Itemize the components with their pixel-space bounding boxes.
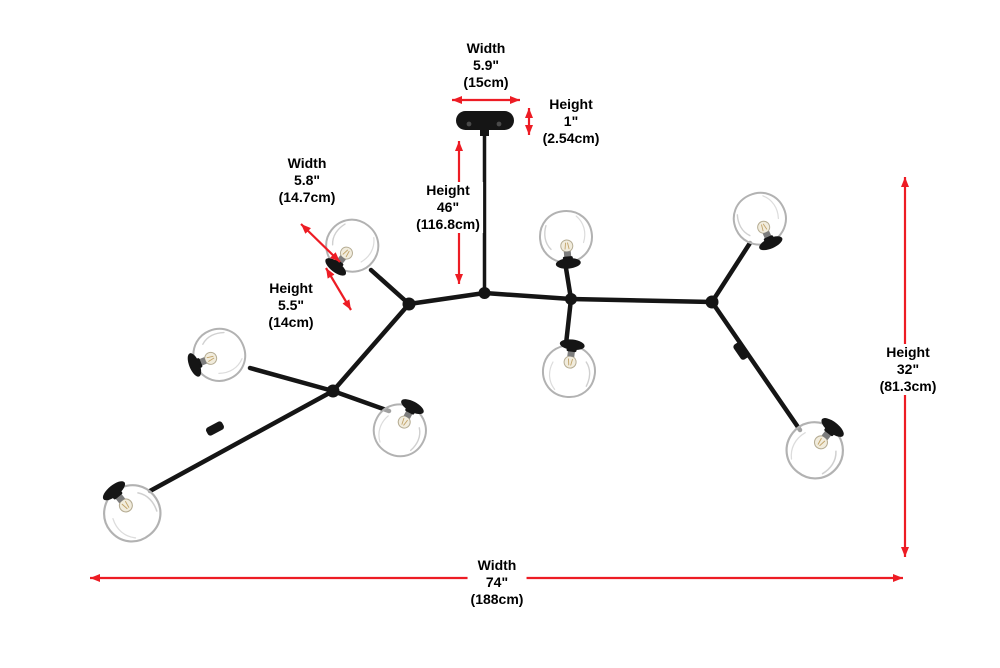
glass-globes — [87, 183, 860, 554]
branch-arms — [147, 240, 803, 494]
arrow-shade-height — [325, 267, 352, 311]
dim-metric: (14.7cm) — [278, 189, 336, 205]
globe-upper-right — [724, 183, 798, 260]
dim-stem-height: Height 46" (116.8cm) — [413, 182, 483, 233]
globe-bottom-right — [774, 404, 860, 491]
globe-mid-left — [178, 320, 254, 392]
dim-metric: (2.54cm) — [542, 130, 600, 146]
dim-value: 5.5" — [277, 297, 305, 313]
chandelier — [87, 111, 860, 554]
dim-value: 5.9" — [472, 57, 500, 73]
dim-value: 32" — [896, 361, 920, 377]
dim-metric: (188cm) — [470, 591, 524, 607]
globe-bottom-left — [87, 467, 173, 554]
dim-label: Height — [426, 182, 470, 198]
dim-metric: (15cm) — [463, 74, 509, 90]
dim-shade-height: Height 5.5" (14cm) — [265, 280, 317, 331]
dim-label: Height — [886, 344, 930, 360]
dim-value: 5.8" — [293, 172, 321, 188]
dim-label: Height — [549, 96, 593, 112]
dim-label: Width — [287, 155, 327, 171]
globe-center-bottom — [539, 335, 600, 401]
dim-value: 46" — [436, 199, 460, 215]
dim-shade-width: Width 5.8" (14.7cm) — [275, 155, 339, 206]
dim-metric: (14cm) — [268, 314, 314, 330]
globe-center-top — [536, 207, 596, 272]
dim-value: 74" — [485, 574, 509, 590]
dim-label: Height — [269, 280, 313, 296]
dim-fixture-width: Width 74" (188cm) — [467, 557, 527, 608]
dim-value: 1" — [563, 113, 579, 129]
dim-metric: (116.8cm) — [416, 216, 480, 232]
dim-label: Width — [477, 557, 517, 573]
dim-metric: (81.3cm) — [879, 378, 937, 394]
dim-canopy-height: Height 1" (2.54cm) — [539, 96, 603, 147]
arm-joints — [206, 287, 749, 436]
dim-label: Width — [466, 40, 506, 56]
dim-fixture-height: Height 32" (81.3cm) — [876, 344, 940, 395]
dim-canopy-width: Width 5.9" (15cm) — [460, 40, 512, 91]
globe-lower-center-left — [363, 388, 439, 467]
arrow-shade-width — [300, 223, 341, 263]
